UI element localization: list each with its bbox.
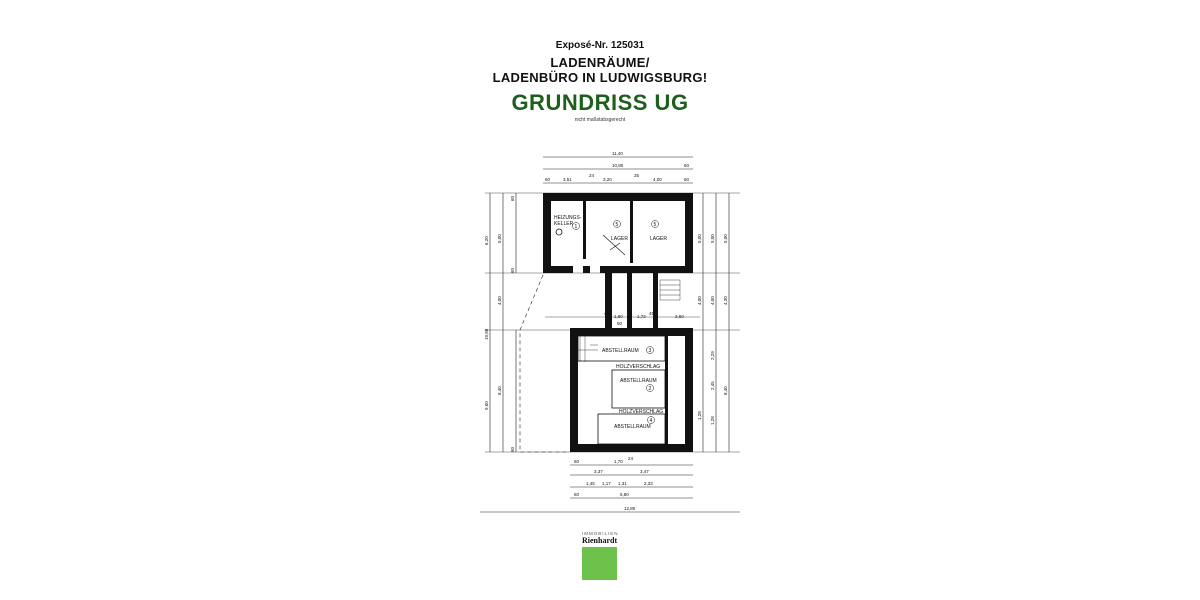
dim-label: 60 [574, 459, 580, 464]
room-name: ABSTELLRAUM [614, 424, 651, 430]
dim-label: 11,40 [612, 151, 623, 156]
dim-label: 6,20 [484, 236, 489, 245]
dim-label: 1,72 [637, 314, 646, 319]
partitions [555, 228, 681, 445]
dim-label: 60 [684, 177, 690, 182]
dim-label: 45 [649, 311, 655, 316]
dim-label: 2,60 [675, 314, 684, 319]
room-number: 4 [650, 418, 653, 424]
room-number: 5 [616, 222, 619, 228]
dim-label: 5,00 [710, 234, 715, 243]
dim-label: 1,70 [614, 459, 623, 464]
dim-label: 5,80 [620, 492, 629, 497]
dim-label: 2,33 [644, 481, 653, 486]
dim-label: 3,20 [603, 177, 612, 182]
dim-label: 60 [510, 195, 515, 201]
room-number: 2 [649, 386, 652, 392]
dim-label: 60 [574, 492, 580, 497]
room-name: HEIZUNGS- [554, 215, 582, 221]
dim-label: 60 [510, 267, 515, 273]
dim-label: 60 [510, 446, 515, 452]
room-number: 3 [649, 348, 652, 354]
dim-label: 8,40 [723, 386, 728, 395]
dim-label: 40 [604, 311, 610, 316]
listing-title: LADENRÄUME/ LADENBÜRO IN LUDWIGSBURG! [0, 55, 1200, 85]
dim-label: 10,80 [612, 163, 624, 168]
dim-label: 1,28 [710, 416, 715, 425]
dim-label: 1,45 [586, 481, 595, 486]
room-labels: HEIZUNGS- KELLER 1 LAGER 5 LAGER 5 ABSTE… [554, 215, 667, 430]
plan-title: GRUNDRISS UG [511, 90, 689, 115]
logo-line-2: Rienhardt [582, 536, 618, 545]
title-line-2: LADENBÜRO IN LUDWIGSBURG! [492, 70, 708, 85]
holzverschlag-label: HOLZVERSCHLAG [619, 409, 663, 415]
dim-label: 24 [589, 173, 595, 178]
dim-label: 8,40 [497, 386, 502, 395]
dim-label: 5,00 [697, 234, 702, 243]
dim-label: 1,60 [614, 314, 623, 319]
title-line-1: LADENRÄUME/ [550, 55, 650, 70]
dim-label: 60 [545, 177, 551, 182]
dim-label: 24 [628, 456, 634, 461]
room-name: KELLER [554, 221, 574, 227]
holzverschlag-label: HOLZVERSCHLAG [616, 364, 660, 370]
dim-label: 5,00 [723, 234, 728, 243]
dim-label: 2,29 [710, 351, 715, 360]
walls [543, 193, 693, 452]
scale-note: nicht maßstabsgerecht [574, 117, 626, 123]
dim-label: 4,00 [653, 177, 662, 182]
room-name: ABSTELLRAUM [602, 348, 639, 354]
dim-label: 4,00 [497, 296, 502, 305]
dim-label: 12,80 [624, 506, 636, 511]
dim-label: 2,45 [710, 381, 715, 390]
dim-label: 19,80 [484, 328, 489, 340]
logo-line-1: IMMOBILIEN [582, 531, 619, 536]
dim-label: 50 [617, 321, 623, 326]
dim-label: 3,51 [563, 177, 572, 182]
dim-label: 25 [634, 173, 640, 178]
dim-label: 4,00 [710, 296, 715, 305]
room-name: LAGER [650, 236, 667, 242]
room-number: 1 [575, 224, 578, 230]
dim-label: 60 [684, 163, 690, 168]
dim-label: 1,17 [602, 481, 611, 486]
room-name: ABSTELLRAUM [620, 378, 657, 384]
room-number: 5 [654, 222, 657, 228]
dim-label: 3,47 [640, 469, 649, 474]
company-logo: IMMOBILIEN Rienhardt [582, 531, 622, 580]
logo-square [582, 547, 617, 580]
dim-label: 1,28 [697, 411, 702, 420]
dim-label: 4,30 [723, 296, 728, 305]
expose-number: Exposé-Nr. 125031 [555, 40, 645, 51]
dim-label: 5,00 [497, 234, 502, 243]
dim-label: 4,00 [697, 296, 702, 305]
dimension-labels: 11,40 10,80 60 3,51 24 3,20 25 4,00 60 6… [484, 151, 728, 511]
dim-label: 3,37 [594, 469, 603, 474]
room-name: LAGER [611, 236, 628, 242]
dim-label: 1,31 [618, 481, 627, 486]
dim-label: 9,60 [484, 401, 489, 410]
